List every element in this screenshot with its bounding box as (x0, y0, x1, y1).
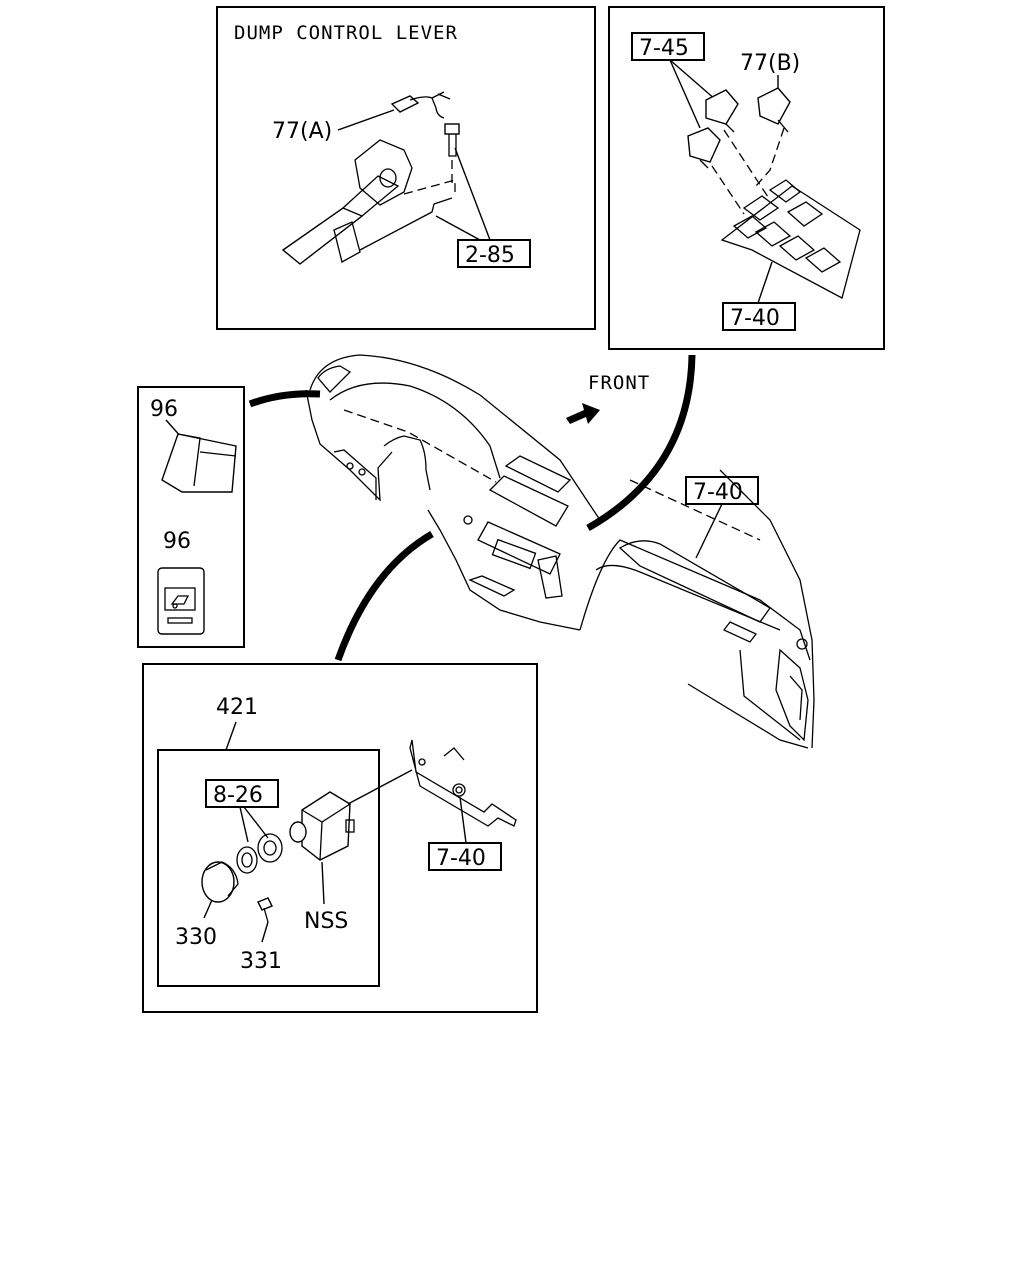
relay-to-dash-sweep (586, 354, 696, 532)
callout-330: 330 (175, 925, 217, 950)
dash-to-nss-sweep (334, 530, 434, 662)
nss-switch (289, 791, 355, 861)
washer-8-26-a (236, 846, 258, 874)
callout-8-26-box (205, 779, 279, 808)
dump-lever (281, 139, 456, 265)
callout-7-40-nss-box (428, 842, 502, 871)
callout-421: 421 (216, 695, 258, 720)
front-indicator: FRONT (566, 372, 650, 424)
relay-lower (687, 127, 721, 169)
washer-8-26-b (257, 833, 283, 863)
callout-2-85: 2-85 (465, 243, 515, 268)
callout-96-bottom: 96 (163, 529, 191, 554)
callout-77b: 77(B) (740, 51, 800, 76)
relay-block-panel: 7-45 77(B) 7-40 (608, 6, 885, 350)
callout-7-45-box (631, 32, 705, 61)
nss-subassembly-box (157, 749, 380, 987)
callout-8-26: 8-26 (213, 783, 263, 808)
knob-330 (201, 861, 239, 903)
connector-77a (390, 91, 451, 119)
relay-upper (705, 89, 739, 133)
relay-77b (757, 87, 791, 133)
callout-7-40-nss: 7-40 (436, 846, 486, 871)
callout-2-85-box (457, 239, 531, 268)
mounting-bracket (409, 739, 517, 827)
callout-7-40-relay: 7-40 (730, 306, 780, 331)
callout-7-45: 7-45 (639, 36, 689, 61)
dump-control-lever-panel: DUMP CONTROL LEVER 77(A) 2-85 (216, 6, 596, 330)
panel-title: DUMP CONTROL LEVER (234, 22, 458, 44)
switch-to-dash-sweep (248, 390, 321, 408)
arrow-right-icon (566, 403, 600, 424)
screw-331 (257, 897, 273, 923)
callout-7-40-box-relay (722, 302, 796, 331)
callout-7-40-main: 7-40 (693, 480, 743, 505)
callout-96-top: 96 (150, 397, 178, 422)
dashboard-assembly (305, 354, 815, 749)
switch-96-face (157, 567, 205, 635)
callout-331: 331 (240, 949, 282, 974)
relay-base (720, 179, 861, 299)
switch-96-body (161, 433, 237, 493)
callout-nss: NSS (304, 909, 348, 934)
bolt-2-85 (444, 123, 460, 157)
dump-switch-icon (170, 595, 190, 609)
switch-96-panel: 96 96 (137, 386, 245, 648)
callout-77a: 77(A) (272, 119, 332, 144)
nss-assembly-panel: 421 8-26 330 331 (142, 663, 538, 1013)
front-label: FRONT (588, 372, 650, 394)
